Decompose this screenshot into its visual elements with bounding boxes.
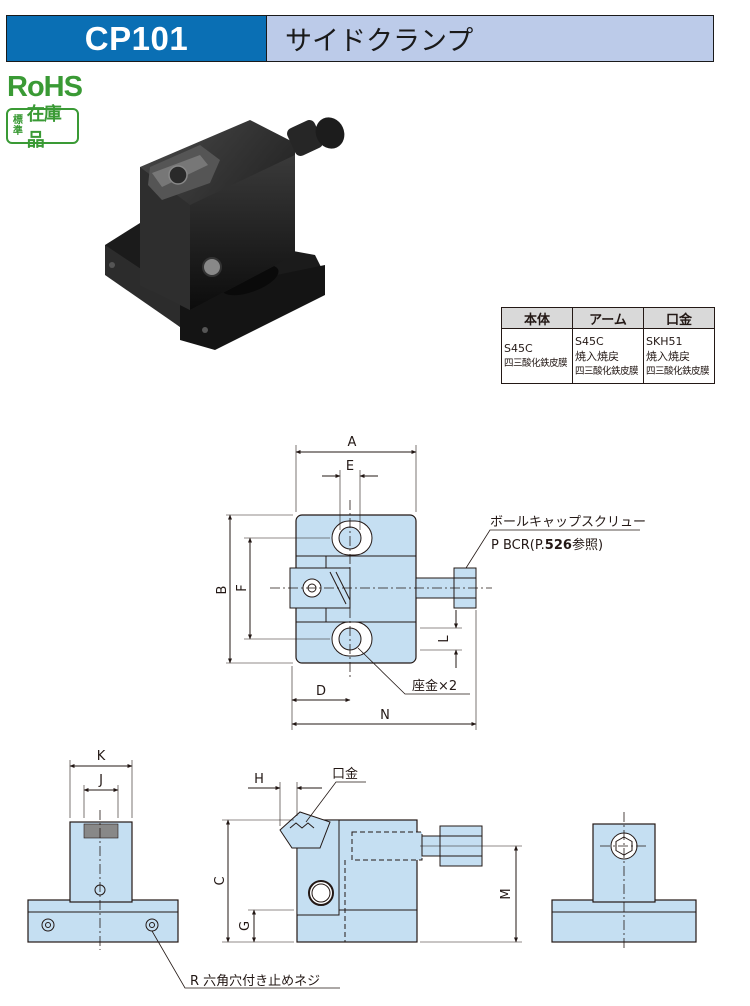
side-view	[222, 781, 522, 943]
stock-badge-big: 在庫品	[26, 104, 62, 151]
stock-badge: 標準 在庫品	[6, 104, 79, 151]
cell-arm: S45C 焼入焼戻 四三酸化鉄皮膜	[572, 328, 644, 384]
header-jaw: 口金	[643, 307, 715, 329]
callout-washer: 座金×2	[412, 678, 457, 694]
header-arm: アーム	[572, 307, 644, 329]
top-view	[226, 445, 640, 730]
callout-screw-line2: P BCR(P.526参照)	[491, 537, 603, 553]
product-title: サイドクランプ	[266, 16, 713, 61]
dim-G: G	[238, 921, 253, 931]
dim-L: L	[437, 635, 452, 643]
dim-A: A	[348, 435, 357, 450]
material-table: 本体 アーム 口金 S45C 四三酸化鉄皮膜 S45C 焼入焼戻 四三酸化鉄皮膜…	[501, 307, 715, 384]
dim-J: J	[98, 773, 103, 788]
rohs-badge: RoHS	[7, 71, 83, 103]
cell-jaw: SKH51 焼入焼戻 四三酸化鉄皮膜	[643, 328, 715, 384]
header-body: 本体	[501, 307, 573, 329]
rear-view	[551, 812, 697, 950]
dim-N: N	[380, 708, 390, 723]
front-view	[27, 760, 340, 989]
dim-C: C	[213, 876, 228, 885]
callout-set-screw: R 六角穴付き止めネジ	[190, 974, 320, 989]
dim-E: E	[346, 459, 354, 474]
dim-F: F	[235, 584, 250, 591]
dim-H: H	[254, 772, 264, 787]
dim-M: M	[499, 888, 514, 899]
dim-B: B	[215, 586, 230, 595]
dim-D: D	[316, 684, 326, 699]
product-photo	[105, 117, 345, 350]
model-number: CP101	[7, 16, 266, 61]
stock-badge-small: 標準	[12, 115, 23, 137]
title-bar: CP101 サイドクランプ	[6, 15, 714, 62]
callout-screw-line1: ボールキャップスクリュー	[490, 515, 646, 530]
cell-body: S45C 四三酸化鉄皮膜	[501, 328, 573, 384]
dim-K: K	[97, 749, 106, 764]
callout-jaw: 口金	[332, 766, 358, 782]
